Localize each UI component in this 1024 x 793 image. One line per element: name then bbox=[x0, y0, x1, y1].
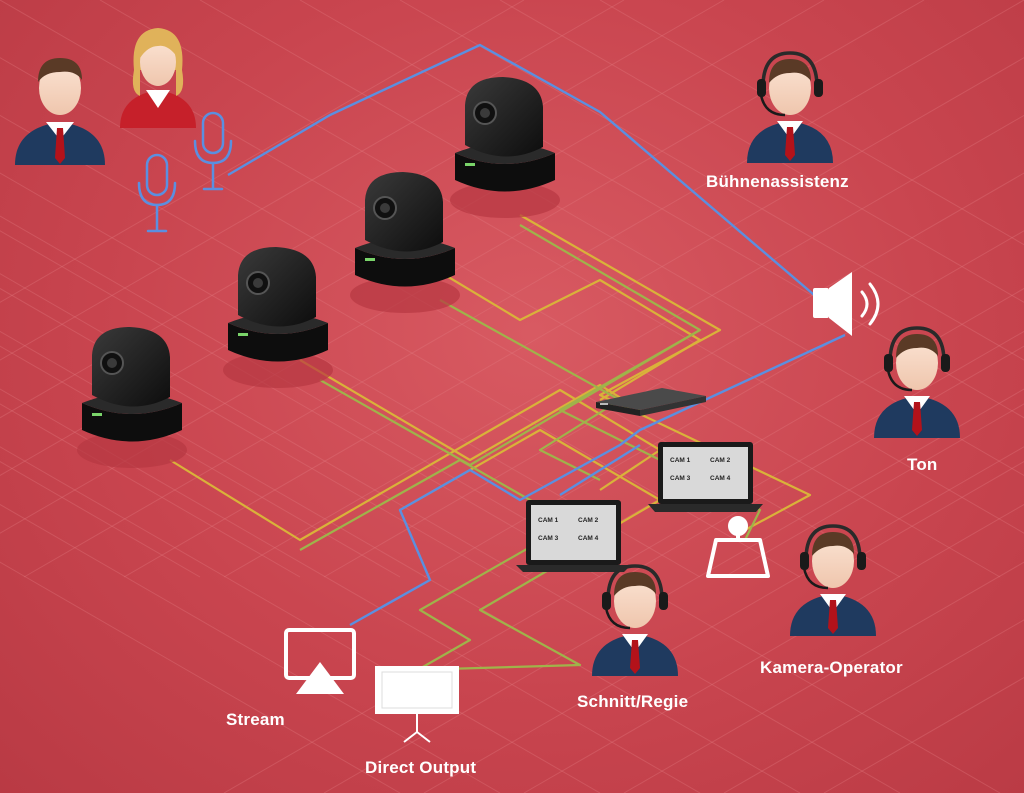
cam-label: CAM 1 bbox=[538, 517, 559, 524]
person-speaker-1 bbox=[15, 58, 105, 165]
video-lines-green bbox=[299, 224, 762, 681]
label-ton: Ton bbox=[907, 455, 938, 474]
headset-icon bbox=[800, 524, 866, 590]
joystick-icon bbox=[706, 516, 770, 578]
projector-screen-icon bbox=[375, 666, 459, 743]
person-ton bbox=[874, 326, 960, 438]
headset-icon bbox=[757, 51, 823, 117]
cam-label: CAM 2 bbox=[710, 457, 731, 464]
headset-icon bbox=[884, 326, 950, 392]
label-schnitt-regie: Schnitt/Regie bbox=[577, 692, 689, 711]
cam-label: CAM 4 bbox=[710, 475, 731, 482]
ptz-camera-icon bbox=[77, 327, 187, 468]
microphone-icon bbox=[193, 111, 233, 191]
cam-label: CAM 3 bbox=[670, 475, 691, 482]
ptz-camera-icon bbox=[450, 77, 560, 218]
cam-label: CAM 4 bbox=[578, 535, 599, 542]
person-speaker-2 bbox=[120, 28, 196, 128]
cam-label: CAM 2 bbox=[578, 517, 599, 524]
video-lines-yellow bbox=[169, 214, 812, 542]
person-kamera-operator bbox=[790, 524, 876, 636]
laptop-icon: CAM 1 CAM 2 CAM 3 CAM 4 bbox=[516, 500, 631, 572]
speaker-icon bbox=[813, 272, 880, 336]
ptz-camera-icon bbox=[350, 172, 460, 313]
laptop-icon: CAM 1 CAM 2 CAM 3 CAM 4 bbox=[648, 442, 763, 512]
label-kamera-operator: Kamera-Operator bbox=[760, 658, 903, 677]
airplay-icon bbox=[284, 628, 356, 694]
cam-label: CAM 1 bbox=[670, 457, 691, 464]
headset-icon bbox=[602, 564, 668, 630]
microphone-icon bbox=[137, 153, 177, 233]
label-direct-output: Direct Output bbox=[365, 758, 477, 777]
person-buehnenassistenz bbox=[747, 51, 833, 163]
label-stream: Stream bbox=[226, 710, 285, 729]
person-schnitt-regie bbox=[592, 564, 678, 676]
label-buehnenassistenz: Bühnenassistenz bbox=[706, 172, 849, 191]
ptz-camera-icon bbox=[223, 247, 333, 388]
switcher-box-icon bbox=[596, 388, 706, 416]
cam-label: CAM 3 bbox=[538, 535, 559, 542]
audio-lines-blue bbox=[227, 43, 846, 627]
